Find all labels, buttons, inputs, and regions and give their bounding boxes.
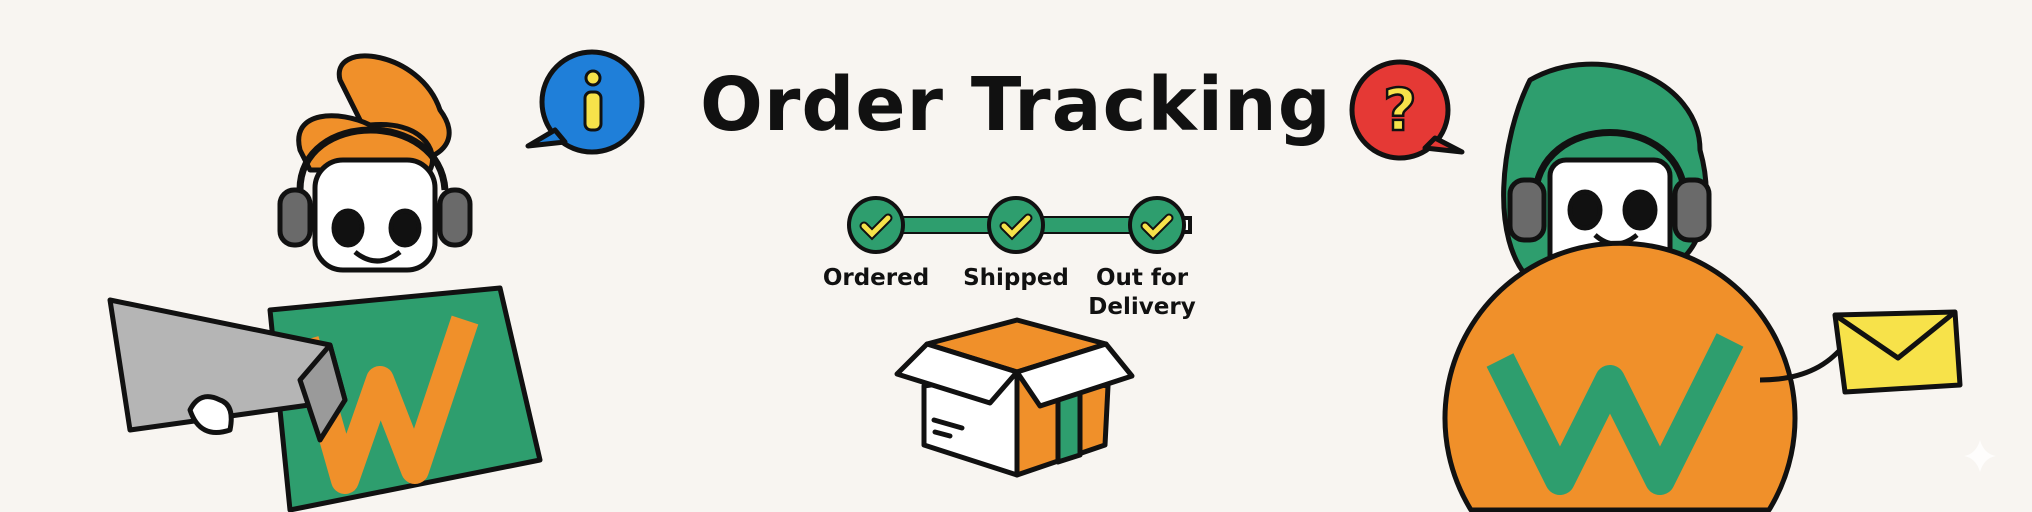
sparkle-icon (1964, 440, 1996, 472)
left-agent-character (107, 53, 543, 512)
envelope-icon (1832, 309, 1963, 395)
info-bubble-icon (525, 49, 645, 155)
step-delivery-check-icon (1128, 196, 1186, 254)
step-ordered-check-icon (847, 196, 905, 254)
svg-text:?: ? (1383, 76, 1417, 144)
step-label-ordered: Ordered (822, 265, 930, 291)
page-title: Order Tracking (700, 62, 1332, 148)
step-shipped-check-icon (987, 196, 1045, 254)
step-label-shipped: Shipped (963, 265, 1069, 291)
right-agent-character (1442, 61, 1842, 512)
open-box-icon (894, 317, 1135, 478)
question-bubble-icon: ? (1349, 59, 1465, 161)
step-label-out-for-delivery: Out for Delivery (1088, 265, 1196, 320)
